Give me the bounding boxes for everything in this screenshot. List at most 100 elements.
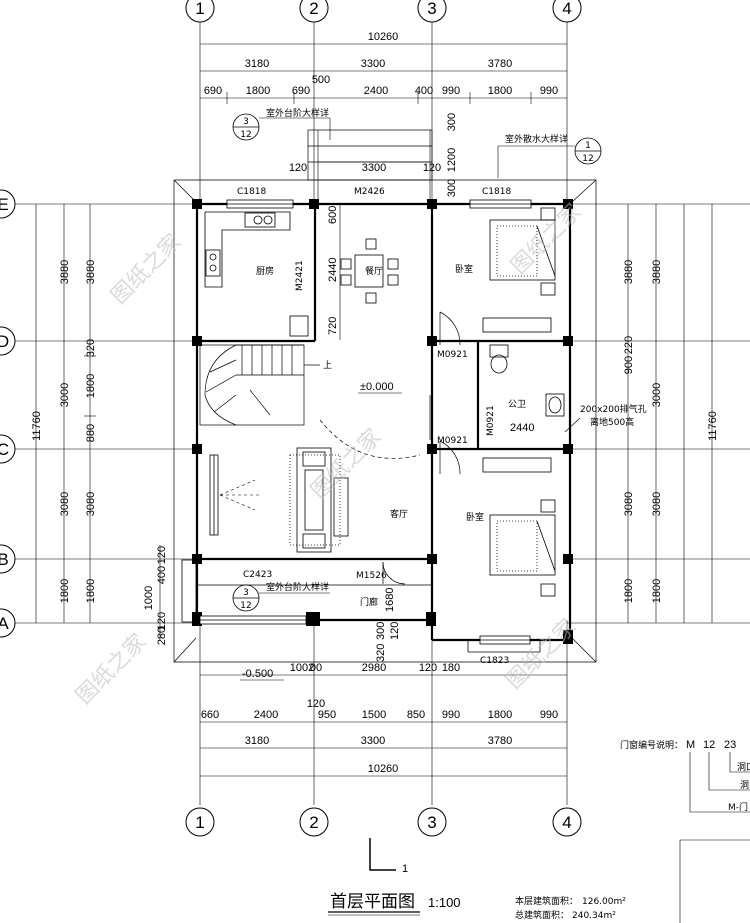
entry-arrows [219,479,262,511]
dim-bot-r1-4: 180 [442,662,460,674]
axis-bubble-B [0,544,16,574]
axis-label-3-bottom: 3 [427,813,436,832]
dim-v-300b: 300 [446,179,458,197]
total-area-label: 总建筑面积： [515,909,569,921]
dim-bot-r1-2: 2980 [362,662,386,674]
callout-step-bottom: 3 12 室外台阶大样详 [232,581,330,612]
bottom-dimension-lines [200,674,567,777]
kitchen-counter [204,211,309,337]
dim-bot-r2-6: 1800 [488,709,512,721]
dim-porch-400: 400 [156,566,168,584]
dim-bot-120: 120 [307,698,325,710]
dim-left-inner-0: 3880 [85,260,97,284]
dim-porch-120: 120 [156,546,168,564]
total-area-value: 240.34m² [572,911,616,921]
dim-bot-r2-7: 990 [540,709,558,721]
vent-label: 200x200排气孔 [580,403,647,415]
axis-label-B: B [0,550,9,569]
apron-outline [173,179,597,663]
callout-step-bottom-text: 室外台阶大样详 [266,581,329,593]
porch-lines [181,559,541,653]
legend-head: 门窗编号说明： [620,739,683,751]
dim-bot-r2-4: 850 [407,709,425,721]
dim-left-outer-1: 3000 [59,383,71,407]
axis-bubble-C [0,434,16,464]
dim-top-r3-0: 690 [204,85,222,97]
dim-top-r3-4: 400 [415,85,433,97]
axis-label-D: D [0,332,9,351]
axis-label-1-top: 1 [195,0,204,18]
dim-stair-3300: 3300 [362,162,386,174]
columns [192,199,573,644]
dim-v-1200: 1200 [446,148,458,172]
front-steps [307,129,433,181]
watermark-3: 图纸之家 [307,424,387,504]
dim-top-r3-6: 1800 [488,85,512,97]
dim-right-outer-1: 3000 [651,383,663,407]
axis-label-C: C [0,440,9,459]
dim-top-r3-1: 1800 [246,85,270,97]
dim-right-inner-0: 3880 [623,260,635,284]
callout-step-top-num: 3 [243,117,249,127]
callout-drain-text: 室外散水大样详 [505,133,568,145]
axis-label-E: E [0,195,9,214]
dim-v-300a: 300 [446,113,458,131]
dim-right-outer-0: 3880 [651,260,663,284]
dim-top-r3-2: 690 [292,85,310,97]
dim-720: 720 [327,317,339,335]
walls [195,202,572,642]
dim-porch-1000: 1000 [143,586,155,610]
door-m0921-b: M0921 [437,436,468,446]
dim-porch-120b: 120 [156,612,168,630]
bath-dim-2440: 2440 [510,422,534,434]
dim-bot-r2-2: 950 [318,709,336,721]
drawing-scale: 1:100 [428,895,461,910]
axis-bubble-4-top [552,0,582,23]
axis-label-1-bottom: 1 [195,813,204,832]
room-bedroom-top: 卧室 [455,263,473,275]
door-m1526: M1526 [356,571,387,581]
legend-l2: 洞 [740,780,749,791]
dim-right-inner-1: 220 [623,336,635,354]
dim-left-inner-2: 1800 [85,374,97,398]
dim-left-outer-3: 1800 [59,579,71,603]
callout-step-top-text: 室外台阶大样详 [266,107,329,119]
dim-bot-r2-3: 1500 [362,709,386,721]
axis-bubble-1-top [185,0,215,23]
axis-bubble-D [0,326,16,356]
legend-l3: M-门 [728,801,748,813]
dim-2440: 2440 [327,258,339,282]
watermark-1: 图纸之家 [107,229,187,309]
window-c1818-right: C1818 [482,187,511,197]
room-porch: 门廊 [360,596,378,608]
vent-height-label: 离地500高 [590,416,634,428]
dim-top-b: 3300 [361,58,385,70]
living-sofa [289,447,349,553]
dim-right-total: 11760 [707,411,719,441]
dim-top-r3-5: 990 [442,85,460,97]
left-dimension-lines [35,204,161,640]
dim-left-inner-1: 320 [85,339,97,357]
axis-bubble-3-top [417,0,447,23]
axis-bubble-4-bottom [552,807,582,837]
room-living: 客厅 [390,508,408,520]
door-window-legend: 门窗编号说明： M 12 23 洞口 洞 M-门 [620,739,750,923]
bathroom-fixtures [489,344,565,417]
legend-code-23: 23 [724,739,736,751]
section-mark [369,838,396,871]
dim-bot-r3-1: 3300 [361,735,385,747]
callout-step-top-sheet: 12 [240,130,251,140]
dim-120-b: 120 [389,622,401,640]
room-dining: 餐厅 [365,265,383,277]
axis-grid-lines [15,20,750,805]
window-c1818-left: C1818 [237,187,266,197]
dim-bot-r1-1: 00 [310,662,322,674]
legend-l1: 洞口 [737,762,750,773]
door-m0921-a: M0921 [437,350,468,360]
dim-left-inner-4: 3080 [85,492,97,516]
dim-top-r3-7: 990 [540,85,558,97]
callout-drain-num: 1 [585,141,591,151]
room-kitchen: 厨房 [256,265,274,277]
dim-left-outer-0: 3880 [59,260,71,284]
dim-bot-r3-0: 3180 [245,735,269,747]
